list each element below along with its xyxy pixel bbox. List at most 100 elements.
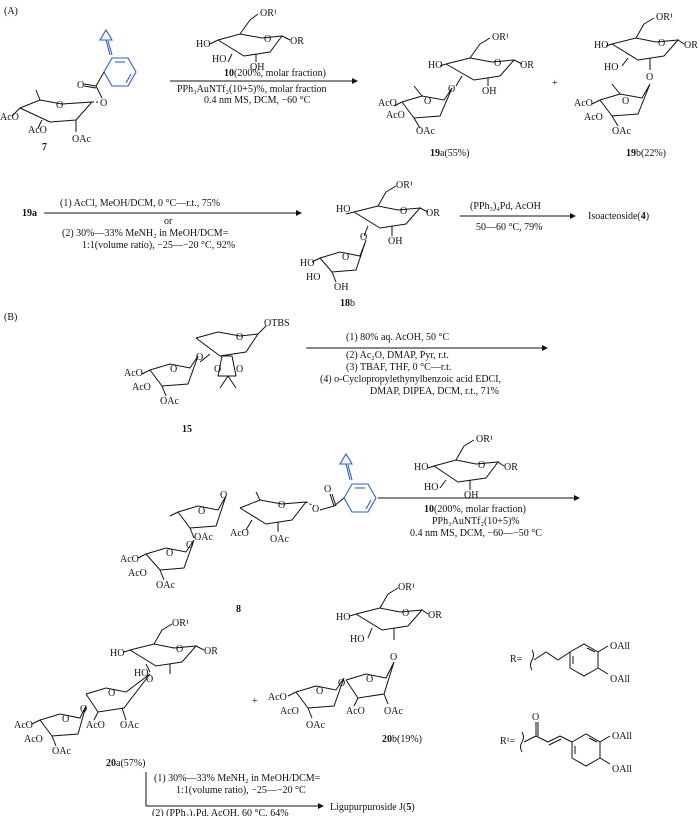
c20b-aco-b2: AcO bbox=[280, 706, 299, 717]
c18b-ring-o: O bbox=[400, 206, 407, 217]
c18b-ho: HO bbox=[336, 204, 350, 215]
c20a-ho1: HO bbox=[110, 648, 124, 659]
c19a-or: OR bbox=[520, 60, 534, 71]
c8-link-o: O bbox=[220, 490, 227, 501]
r6-step1: (1) 30%—33% MeNH₂ in MeOH/DCM= bbox=[154, 773, 321, 784]
c19a-link-o: O bbox=[448, 84, 455, 95]
compound-7-structure: O O O bbox=[11, 28, 137, 132]
c15-otbs: OTBS bbox=[264, 318, 290, 329]
compound-20b-structure bbox=[287, 587, 429, 719]
compound-15-structure bbox=[141, 325, 267, 397]
c15-rha-o: O bbox=[170, 364, 177, 375]
c20b-link-o: O bbox=[390, 652, 397, 663]
acceptor-10-structure-b bbox=[427, 439, 505, 490]
c19b-rha-o: O bbox=[622, 96, 629, 107]
c20a-oac-a: OAc bbox=[120, 720, 139, 731]
r5-solvent: 0.4 nm MS, DCM, −60—−50 °C bbox=[410, 528, 542, 539]
r1-solvent: 0.4 nm MS, DCM, −60 °C bbox=[204, 95, 311, 106]
r4-step3: (3) TBAF, THF, 0 °C—r.t. bbox=[346, 362, 451, 373]
ring-o-7: O bbox=[56, 100, 63, 111]
compound-20b-label: 20b(19%) bbox=[382, 734, 422, 745]
c19b-or1: OR¹ bbox=[656, 12, 673, 23]
c18b-link-o: O bbox=[360, 232, 367, 243]
plus-sign-1: + bbox=[552, 78, 558, 89]
c19b-ho1: HO bbox=[594, 40, 608, 51]
c8-aco-b1: AcO bbox=[120, 554, 139, 565]
compound-20a-structure bbox=[31, 623, 205, 747]
arrow-head-6 bbox=[318, 803, 324, 809]
r5-reagent: 10(200%, molar fraction) bbox=[424, 504, 526, 515]
r3-conditions: 50—60 °C, 79% bbox=[476, 222, 543, 233]
compound-8-label: 8 bbox=[236, 604, 241, 615]
arrow-head-2 bbox=[296, 210, 302, 216]
r1-group-structure bbox=[520, 722, 611, 767]
c8-ring-o-2: O bbox=[198, 506, 205, 517]
r1-catalyst: PPh₃AuNTf₂(10+5)%, molar fraction bbox=[177, 84, 327, 95]
r1-acceptor-ho1: HO bbox=[196, 39, 210, 50]
c20a-ho2: HO bbox=[134, 668, 148, 679]
c15-acetonide-o2: O bbox=[236, 364, 243, 375]
c20b-ho1: HO bbox=[336, 612, 350, 623]
c20b-or1: OR¹ bbox=[398, 582, 415, 593]
c18b-or1: OR¹ bbox=[396, 180, 413, 191]
r-definition-label: R= bbox=[510, 654, 523, 665]
c19b-or: OR bbox=[684, 40, 698, 51]
c19a-aco2: AcO bbox=[386, 110, 405, 121]
c19a-aco1: AcO bbox=[378, 98, 397, 109]
c20a-link-o: O bbox=[146, 674, 153, 685]
c19b-aco2: AcO bbox=[584, 112, 603, 123]
r1-acceptor-ho2: HO bbox=[212, 54, 226, 65]
r4-step4: (4) o-Cyclopropylethynylbenzoic acid EDC… bbox=[320, 374, 501, 385]
c20b-oac-a: OAc bbox=[384, 706, 403, 717]
c15-aco2: AcO bbox=[132, 382, 151, 393]
compound-15-label: 15 bbox=[182, 424, 192, 435]
c7-oac-1: AcO bbox=[0, 112, 19, 123]
c19a-ring-o: O bbox=[494, 58, 501, 69]
r-oall-2: OAll bbox=[610, 674, 630, 685]
c20a-ring-o-2: O bbox=[108, 688, 115, 699]
r1-definition-label: R¹= bbox=[500, 736, 516, 747]
c15-acetonide-o1: O bbox=[214, 364, 221, 375]
r6-step1-cont: 1:1(volume ratio), −25—−20 °C bbox=[176, 785, 306, 796]
c15-ring-o: O bbox=[236, 332, 243, 343]
c20b-aco-a: AcO bbox=[346, 706, 365, 717]
r5-acceptor-or: OR bbox=[504, 462, 518, 473]
c15-oac: OAc bbox=[160, 396, 179, 407]
c8-ring-o-3: O bbox=[166, 548, 173, 559]
c8-ring-o-1: O bbox=[278, 500, 285, 511]
panel-label-b: (B) bbox=[4, 312, 17, 323]
product-isoacteoside: Isoacteoside(4) bbox=[588, 211, 649, 222]
c19a-rha-o: O bbox=[424, 96, 431, 107]
c20b-ho2: HO bbox=[350, 634, 364, 645]
c20a-aco-b2: AcO bbox=[24, 734, 43, 745]
c20a-or: OR bbox=[204, 646, 218, 657]
c19a-ho: HO bbox=[428, 60, 442, 71]
r1-carbonyl-o: O bbox=[532, 712, 539, 723]
r4-step4-cont: DMAP, DIPEA, DCM, r.t., 71% bbox=[370, 386, 499, 397]
r5-acceptor-or1: OR¹ bbox=[476, 434, 493, 445]
c8-carbonyl-o: O bbox=[324, 484, 331, 495]
compound-19a-label: 19a(55%) bbox=[430, 148, 469, 159]
compound-18b-label: 18b bbox=[340, 298, 355, 309]
c19a-or1: OR¹ bbox=[492, 32, 509, 43]
c19b-ring-o: O bbox=[658, 38, 665, 49]
r1-acceptor-or: OR bbox=[290, 36, 304, 47]
c19a-oac: OAc bbox=[416, 126, 435, 137]
compound-19b-label: 19b(22%) bbox=[626, 148, 666, 159]
c18b-oh2: OH bbox=[334, 282, 348, 293]
c20a-aco-b1: AcO bbox=[14, 720, 33, 731]
arrow-head-3 bbox=[570, 213, 576, 219]
c20b-ring-o-2: O bbox=[366, 674, 373, 685]
r1-oall-1: OAll bbox=[612, 731, 632, 742]
c20b-oac-b: OAc bbox=[306, 720, 325, 731]
c20b-ring-o-3: O bbox=[316, 686, 323, 697]
c20a-link-o2: O bbox=[80, 704, 87, 715]
compound-19b-structure bbox=[591, 17, 685, 127]
r1-reagent: 10(200%, molar fraction) bbox=[224, 68, 326, 79]
c8-aco-b2: AcO bbox=[128, 568, 147, 579]
c20a-ring-o: O bbox=[176, 644, 183, 655]
compound-8-structure bbox=[137, 452, 377, 581]
c18b-ho3: HO bbox=[306, 272, 320, 283]
c20b-link-o2: O bbox=[338, 678, 345, 689]
r2-option2-line2: 1:1(volume ratio), −25—−20 °C, 92% bbox=[82, 240, 235, 251]
